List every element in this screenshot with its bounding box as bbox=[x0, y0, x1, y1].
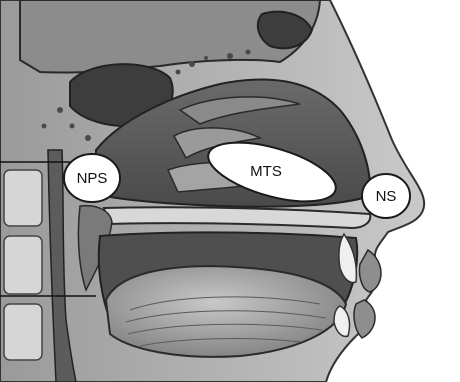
label-nps: NPS bbox=[64, 154, 120, 202]
label-mts-text: MTS bbox=[250, 163, 282, 180]
label-ns-text: NS bbox=[376, 188, 397, 205]
cervical-vertebrae bbox=[4, 170, 42, 360]
label-ns: NS bbox=[362, 174, 410, 218]
label-nps-text: NPS bbox=[77, 170, 108, 187]
